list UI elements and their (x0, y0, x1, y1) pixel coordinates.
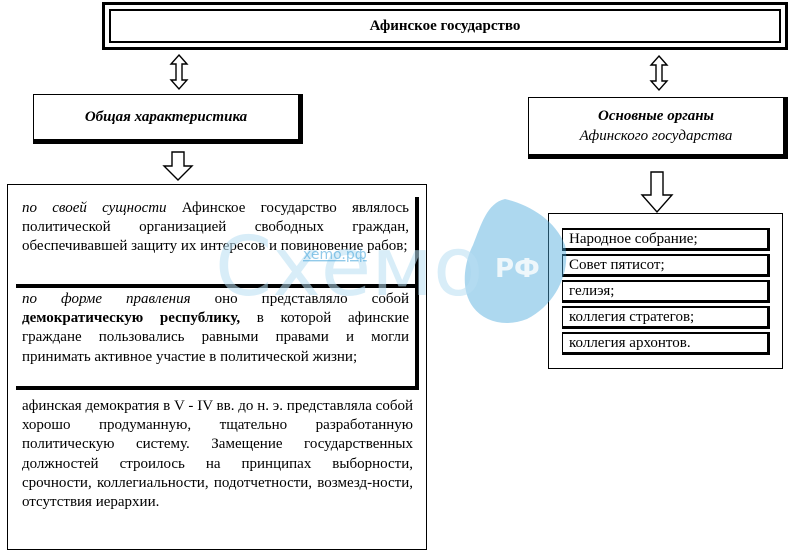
democracy-paragraph: афинская демократия в V - IV вв. до н. э… (16, 393, 419, 546)
form-bold-text: демократическую республику, (22, 310, 241, 327)
form-label: по форме правления (22, 291, 191, 307)
down-arrow-left-icon (162, 151, 194, 181)
left-heading-label: Общая характеристика (84, 108, 248, 125)
characteristics-content-box: по своей сущности Афинское государство я… (7, 184, 427, 550)
organ-item: Народное собрание; (562, 228, 770, 251)
general-characteristics-heading: Общая характеристика (33, 94, 303, 144)
organs-list-box: Народное собрание; Совет пятисот; гелиэя… (548, 213, 783, 369)
democracy-text: афинская демократия в V - IV вв. до н. э… (22, 398, 413, 511)
diagram-title: Афинское государство (369, 17, 521, 34)
double-arrow-left-icon (169, 53, 189, 91)
title-inner-frame: Афинское государство (109, 9, 781, 43)
form-text-2: в которой афинские граждане пользовались… (22, 310, 410, 365)
essence-paragraph: по своей сущности Афинское государство я… (16, 197, 419, 284)
right-heading-line1: Основные органы (598, 108, 714, 124)
right-heading-line2: Афинского государства (579, 128, 733, 144)
organ-item: Совет пятисот; (562, 254, 770, 277)
form-text-1: оно представляло собой (190, 291, 409, 307)
organ-item: гелиэя; (562, 280, 770, 303)
form-of-government-paragraph: по форме правления оно представляло собо… (16, 284, 419, 390)
main-organs-heading: Основные органы Афинского государства (528, 97, 788, 159)
organ-item: коллегия стратегов; (562, 306, 770, 329)
title-box: Афинское государство (102, 2, 788, 50)
down-arrow-right-icon (640, 171, 674, 214)
essence-label: по своей сущности (22, 200, 167, 216)
essence-text: Афинское государство являлось политическ… (22, 200, 409, 255)
organ-item: коллегия архонтов. (562, 332, 770, 355)
double-arrow-right-icon (649, 54, 669, 92)
watermark-suffix: РФ (495, 254, 540, 284)
